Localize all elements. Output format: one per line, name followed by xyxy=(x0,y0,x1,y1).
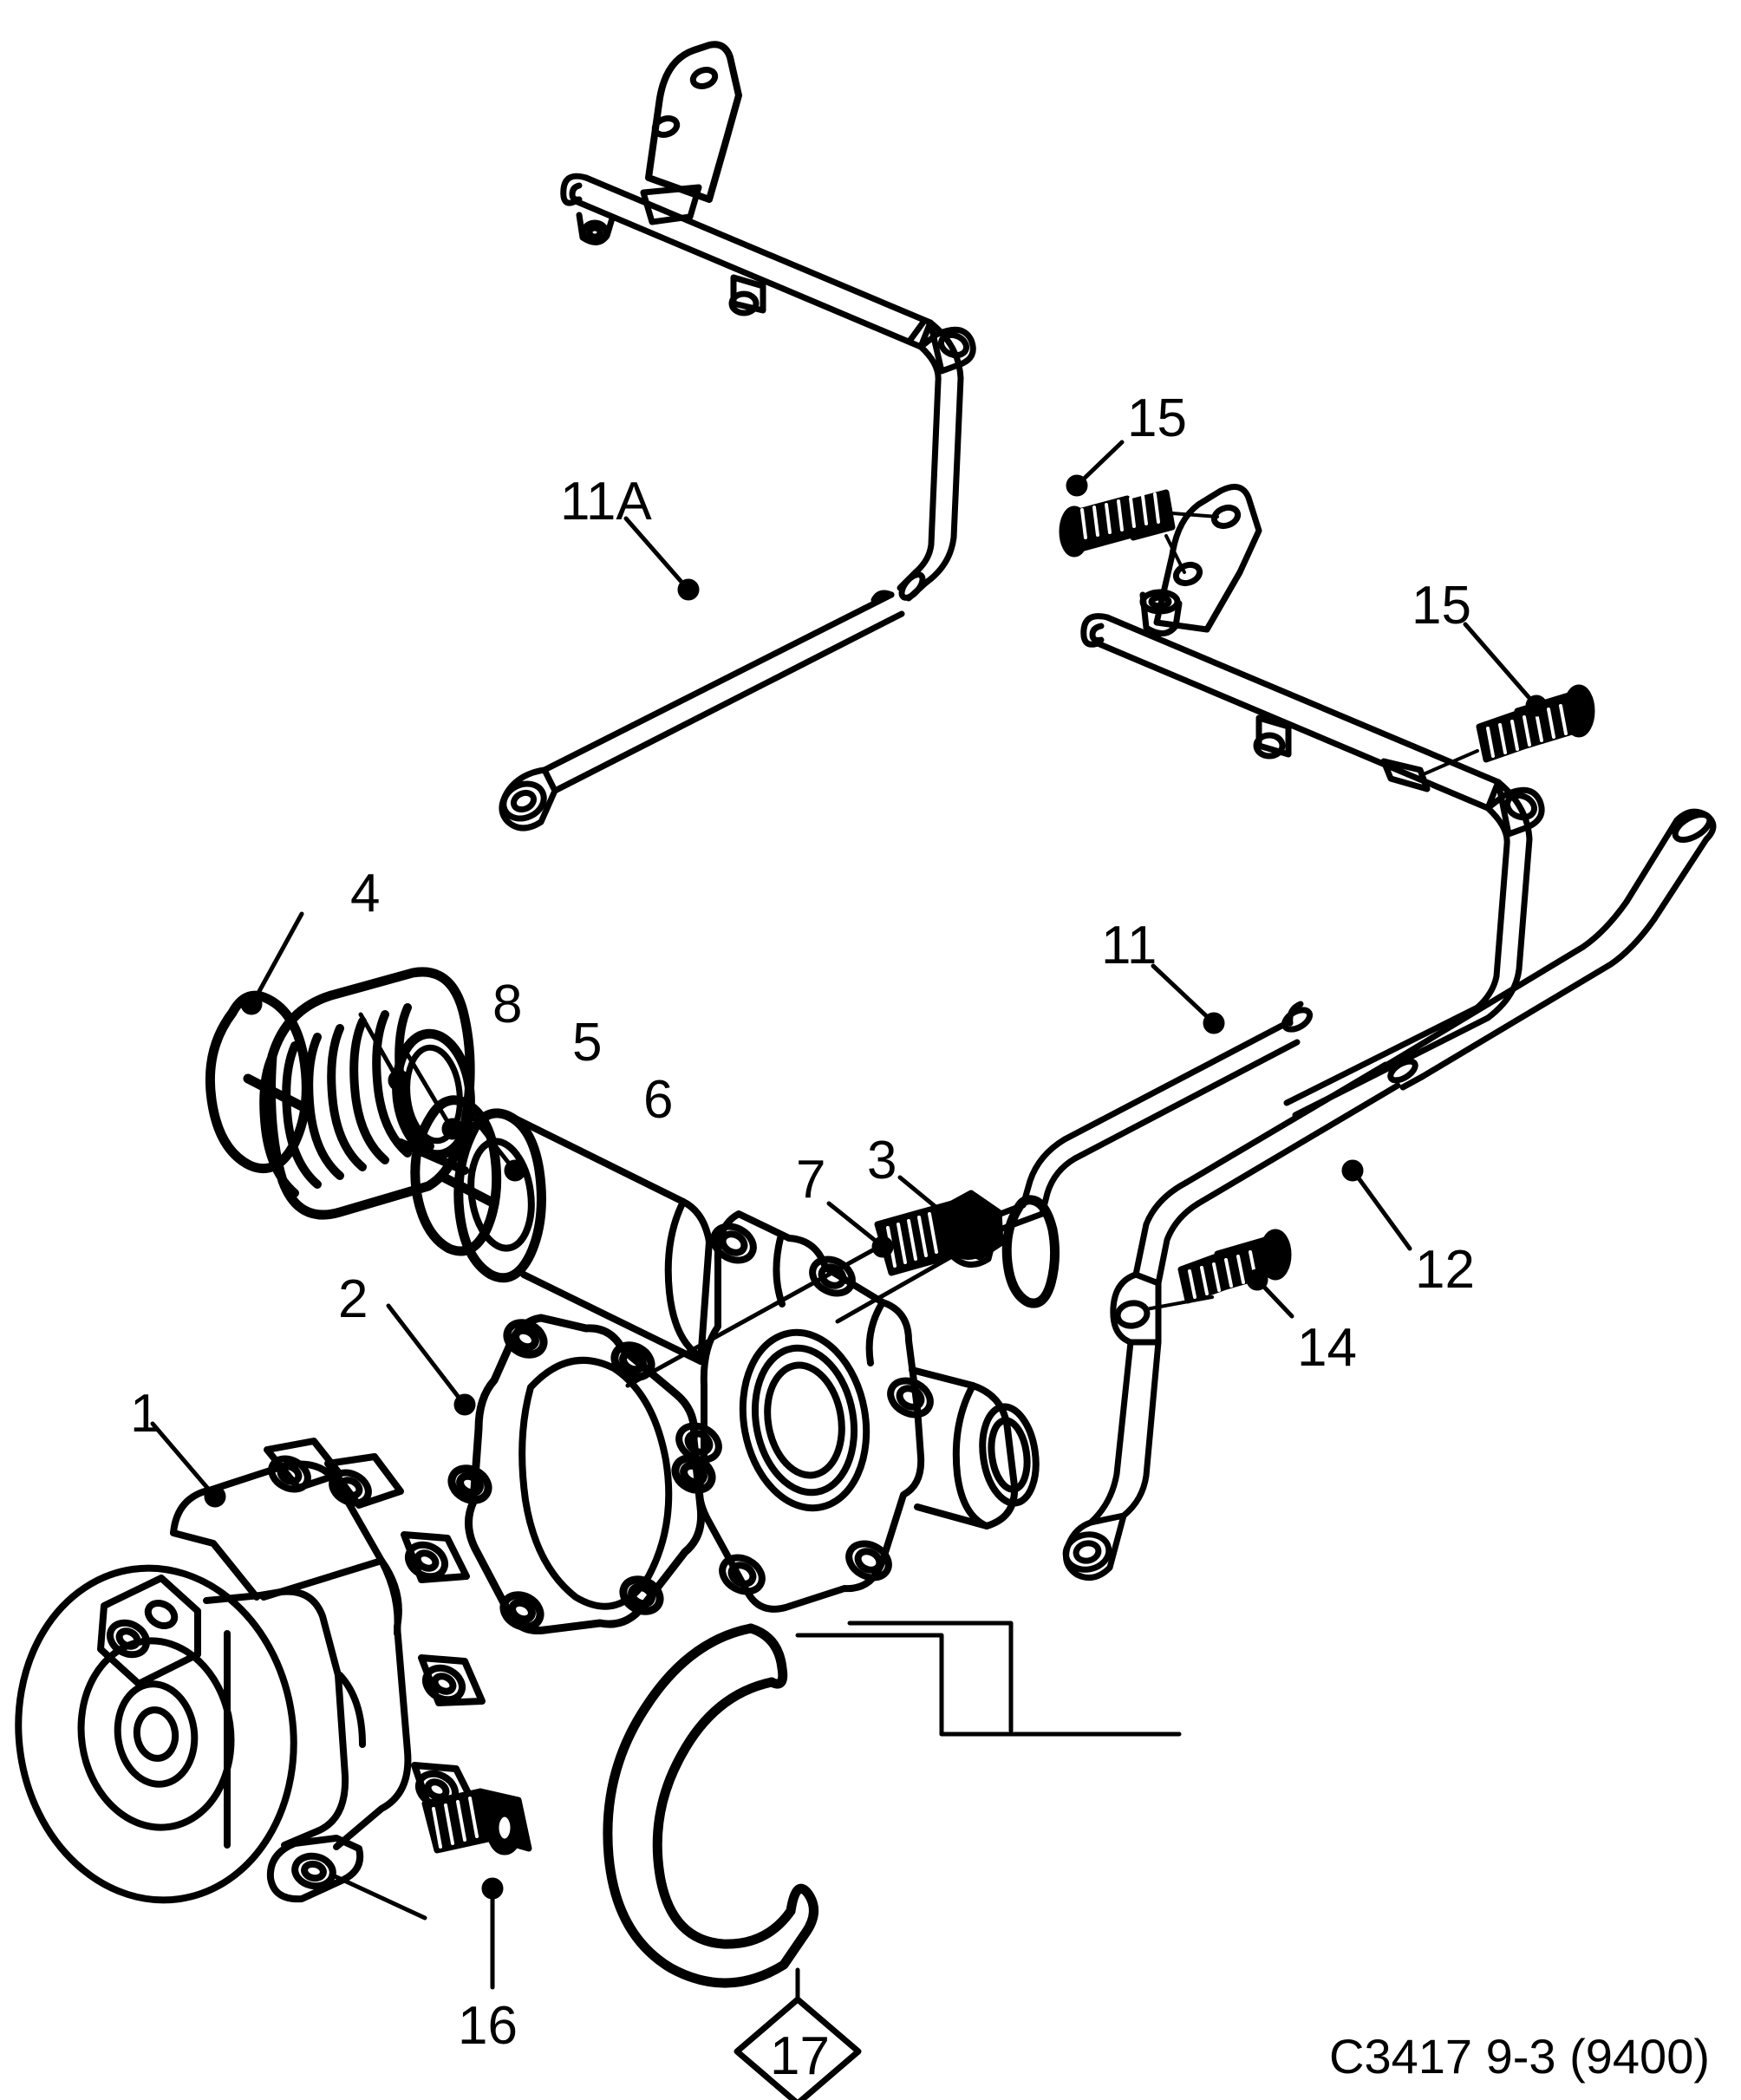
pump-housing xyxy=(675,1210,1040,1613)
callout-label-11: 11 xyxy=(1101,916,1157,975)
pipe-11 xyxy=(944,589,1545,1268)
callout-label-7: 7 xyxy=(796,1150,826,1210)
callout-label-6: 6 xyxy=(643,1070,674,1130)
callout-label-12: 12 xyxy=(1415,1240,1475,1300)
callout-label-2: 2 xyxy=(338,1269,368,1329)
diagram-caption: C3417 9-3 (9400) xyxy=(1329,2029,1710,2084)
gasket-2 xyxy=(447,1314,716,1635)
washer-3 xyxy=(1001,1195,1060,1308)
callout-label-14: 14 xyxy=(1297,1318,1357,1378)
callout-label-15-lower: 15 xyxy=(1412,576,1471,636)
callout-label-15-upper: 15 xyxy=(1127,388,1187,448)
callout-label-16: 16 xyxy=(458,1996,518,2056)
pipe-11a xyxy=(499,41,976,832)
pipe-12 xyxy=(1062,808,1717,1582)
hose-17 xyxy=(603,1623,818,1988)
callout-label-3: 3 xyxy=(867,1131,897,1190)
pipe-bracket xyxy=(1059,484,1262,633)
callout-label-11a: 11A xyxy=(560,472,652,532)
pipe-stub-6 xyxy=(453,1108,713,1365)
callout-label-8: 8 xyxy=(492,975,523,1034)
bolt-16 xyxy=(421,1788,532,1855)
screw-15-upper xyxy=(1059,489,1176,558)
screw-14 xyxy=(1177,1229,1292,1304)
callout-label-4: 4 xyxy=(350,864,381,923)
bellows-8 xyxy=(259,967,475,1220)
callout-label-1: 1 xyxy=(130,1384,160,1444)
water-pump-1 xyxy=(15,1438,486,1904)
callout-label-5: 5 xyxy=(572,1013,603,1073)
screw-15-lower xyxy=(1476,684,1595,763)
callout-label-17: 17 xyxy=(770,2026,830,2086)
